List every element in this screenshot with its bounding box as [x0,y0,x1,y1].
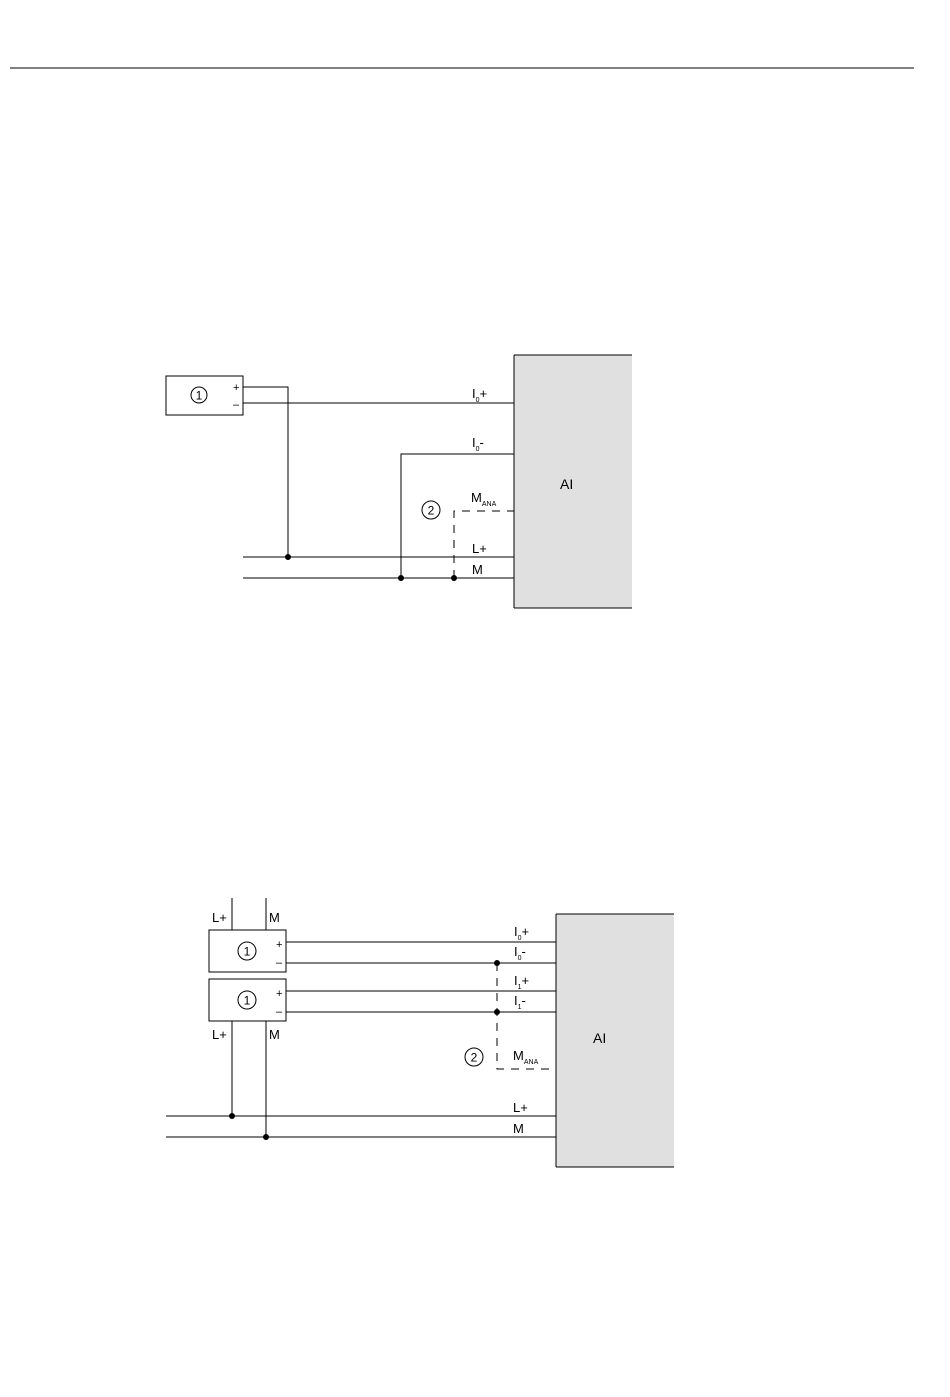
top-label-m: M [269,910,280,925]
ai-module-label: AI [593,1030,606,1046]
bottom-label-m: M [269,1027,280,1042]
terminal-label-i0-minus: I0- [514,944,526,962]
transducer-number: 1 [196,389,203,403]
ai-module-body [556,914,674,1167]
junction-dot [494,1009,500,1015]
transducer-2: 1 + – [209,979,286,1021]
junction-dot [229,1113,235,1119]
transducer-number: 1 [244,945,251,959]
terminal-label-mana: MANA [471,490,497,508]
note-number: 2 [471,1051,478,1065]
wire-i0-minus [401,454,514,578]
terminal-label-mana: MANA [513,1048,539,1066]
plus-sign: + [233,382,239,394]
junction-dot [494,960,500,966]
terminal-label-lplus: L+ [472,541,487,556]
bottom-label-lplus: L+ [212,1027,227,1042]
minus-sign: – [276,1006,283,1018]
junction-dot [263,1134,269,1140]
plus-sign: + [276,988,282,1000]
terminal-label-m: M [472,562,483,577]
ai-module: AI [556,914,674,1167]
terminal-label-lplus: L+ [513,1100,528,1115]
minus-sign: – [233,399,240,411]
ai-module: AI [514,355,632,608]
terminal-label-i0-minus: I0- [472,435,484,453]
transducer-1: 1 + – [209,930,286,972]
terminal-label-i0-plus: I0+ [514,924,529,942]
top-label-lplus: L+ [212,910,227,925]
wiring-diagram-2: AI L+ M 1 + – 1 + – L+ M [166,898,674,1167]
terminal-label-i1-plus: I1+ [514,973,529,991]
terminal-label-i1-minus: I1- [514,993,526,1011]
transducer-1: 1 + – [166,376,243,415]
junction-dot [398,575,404,581]
minus-sign: – [276,957,283,969]
note-number: 2 [428,504,435,518]
transducer-number: 1 [244,994,251,1008]
terminal-label-i0-plus: I0+ [472,386,487,404]
junction-dot [451,575,457,581]
ai-module-label: AI [560,476,573,492]
wire-plus-to-lplus [243,387,288,557]
junction-dot [285,554,291,560]
terminal-label-m: M [513,1121,524,1136]
wiring-diagram-1: AI 1 + – 2 I0+ I0- MANA L+ M [166,355,632,608]
plus-sign: + [276,939,282,951]
